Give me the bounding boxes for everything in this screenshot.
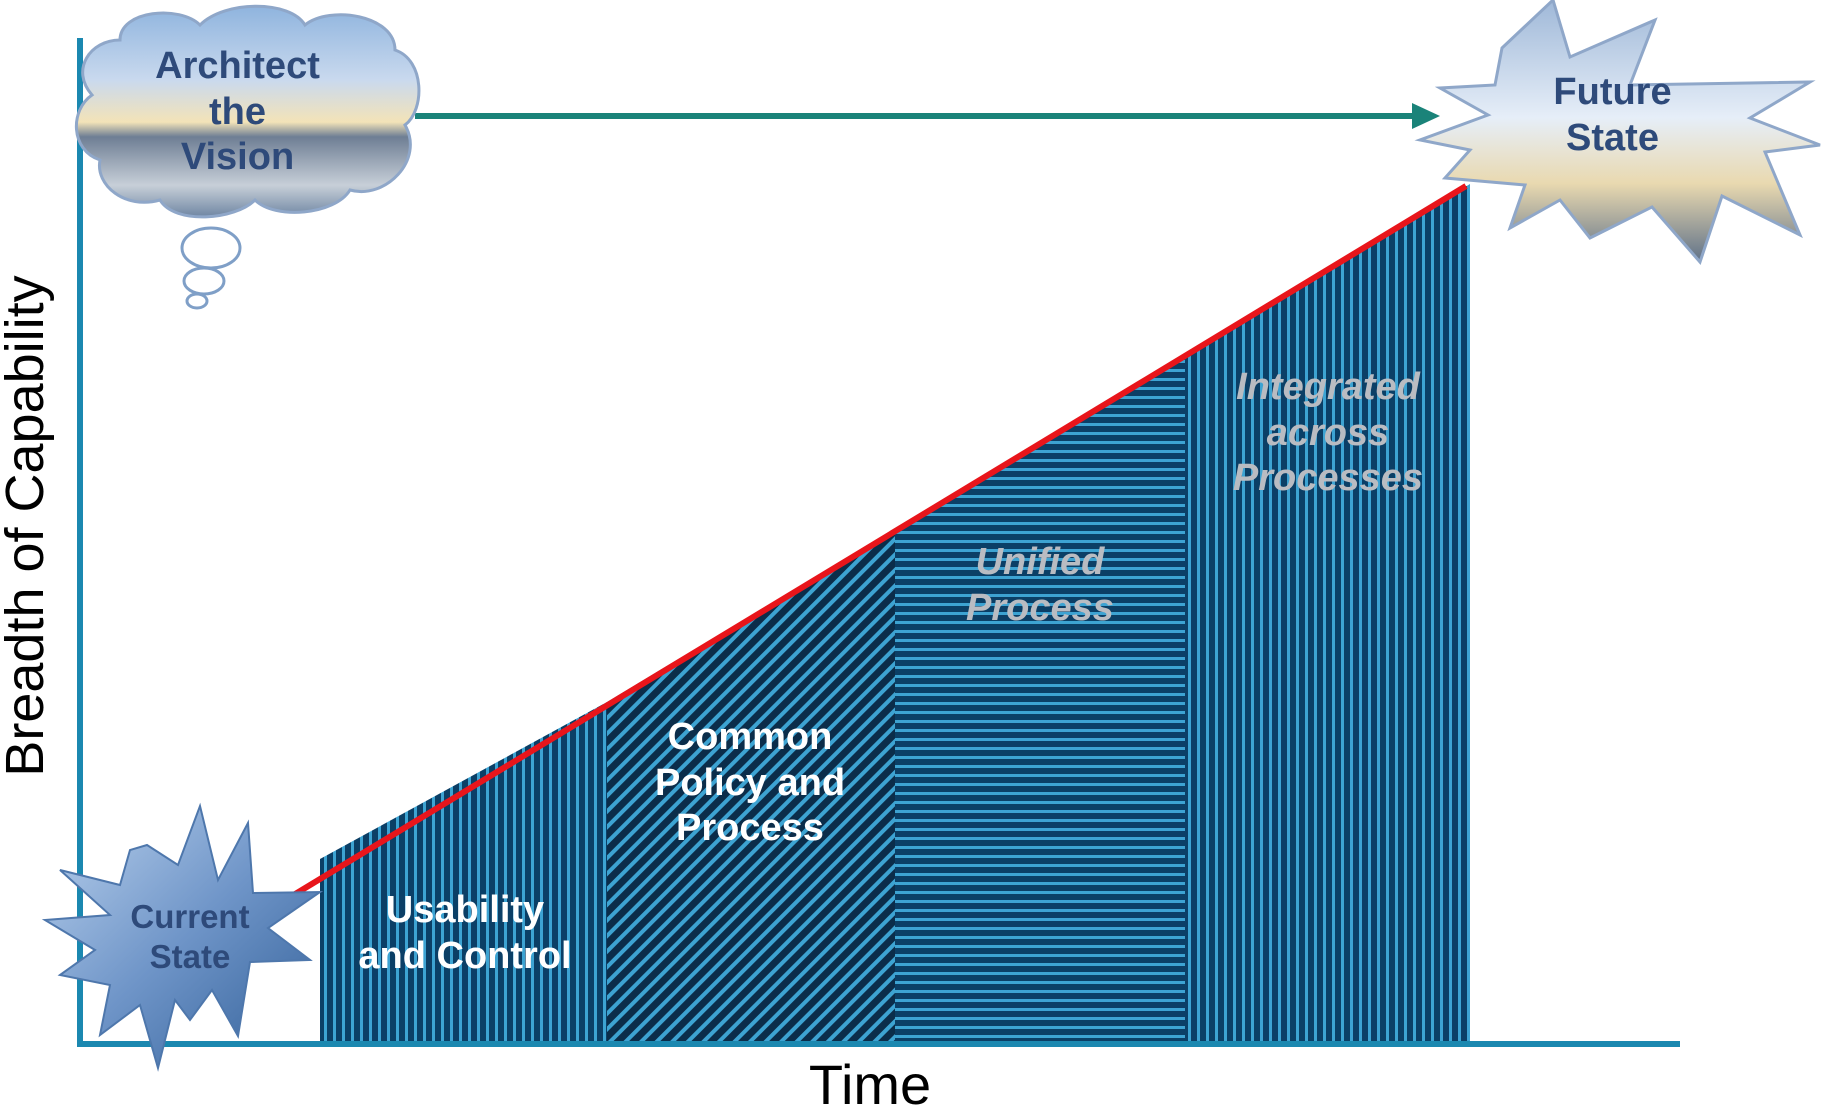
phase-label-line: Unified bbox=[975, 541, 1105, 583]
phase-label-line: across bbox=[1266, 411, 1390, 454]
phase-label-line: Process bbox=[966, 586, 1114, 629]
phase-label-line: and Control bbox=[358, 934, 572, 977]
vision-label-line: the bbox=[209, 90, 266, 133]
vision-label-line: Vision bbox=[180, 136, 295, 179]
phase-label-line: Processes bbox=[1232, 457, 1424, 500]
current-state-label-line: Current bbox=[130, 898, 250, 935]
future-state-label-line: State bbox=[1566, 116, 1659, 159]
phase-label-integrated: Integrated across Processes bbox=[1188, 365, 1468, 502]
current-state-label: Current State bbox=[100, 897, 280, 976]
phase-area-common-policy bbox=[607, 529, 895, 1041]
phase-label-unified-process: Unified Process bbox=[900, 540, 1180, 631]
vision-label: Architect the Vision bbox=[120, 44, 355, 181]
vision-arrowhead bbox=[1412, 103, 1440, 129]
vision-cloud bbox=[75, 4, 421, 310]
y-axis-label: Breadth of Capability bbox=[0, 275, 55, 777]
phase-label-common-policy: Common Policy and Process bbox=[615, 715, 885, 852]
phase-label-usability: Usability and Control bbox=[330, 888, 600, 979]
future-state-burst bbox=[1414, 0, 1821, 265]
phase-area-usability bbox=[320, 702, 607, 1041]
phase-label-line: Usability bbox=[385, 889, 545, 931]
future-state-label-line: Future bbox=[1553, 71, 1672, 113]
phase-label-line: Policy and bbox=[654, 761, 846, 804]
phase-label-line: Integrated bbox=[1236, 366, 1420, 408]
phase-area-unified-process bbox=[895, 355, 1185, 1041]
x-axis-label: Time bbox=[808, 1053, 932, 1116]
phase-area-integrated bbox=[1185, 184, 1470, 1041]
phase-label-line: Common bbox=[667, 716, 833, 758]
vision-label-line: Architect bbox=[155, 45, 320, 87]
current-state-label-line: State bbox=[149, 937, 231, 975]
future-state-label: Future State bbox=[1520, 70, 1705, 161]
capability-trend-line bbox=[280, 183, 1468, 905]
phase-label-line: Process bbox=[676, 807, 824, 850]
current-state-burst bbox=[41, 802, 324, 1072]
